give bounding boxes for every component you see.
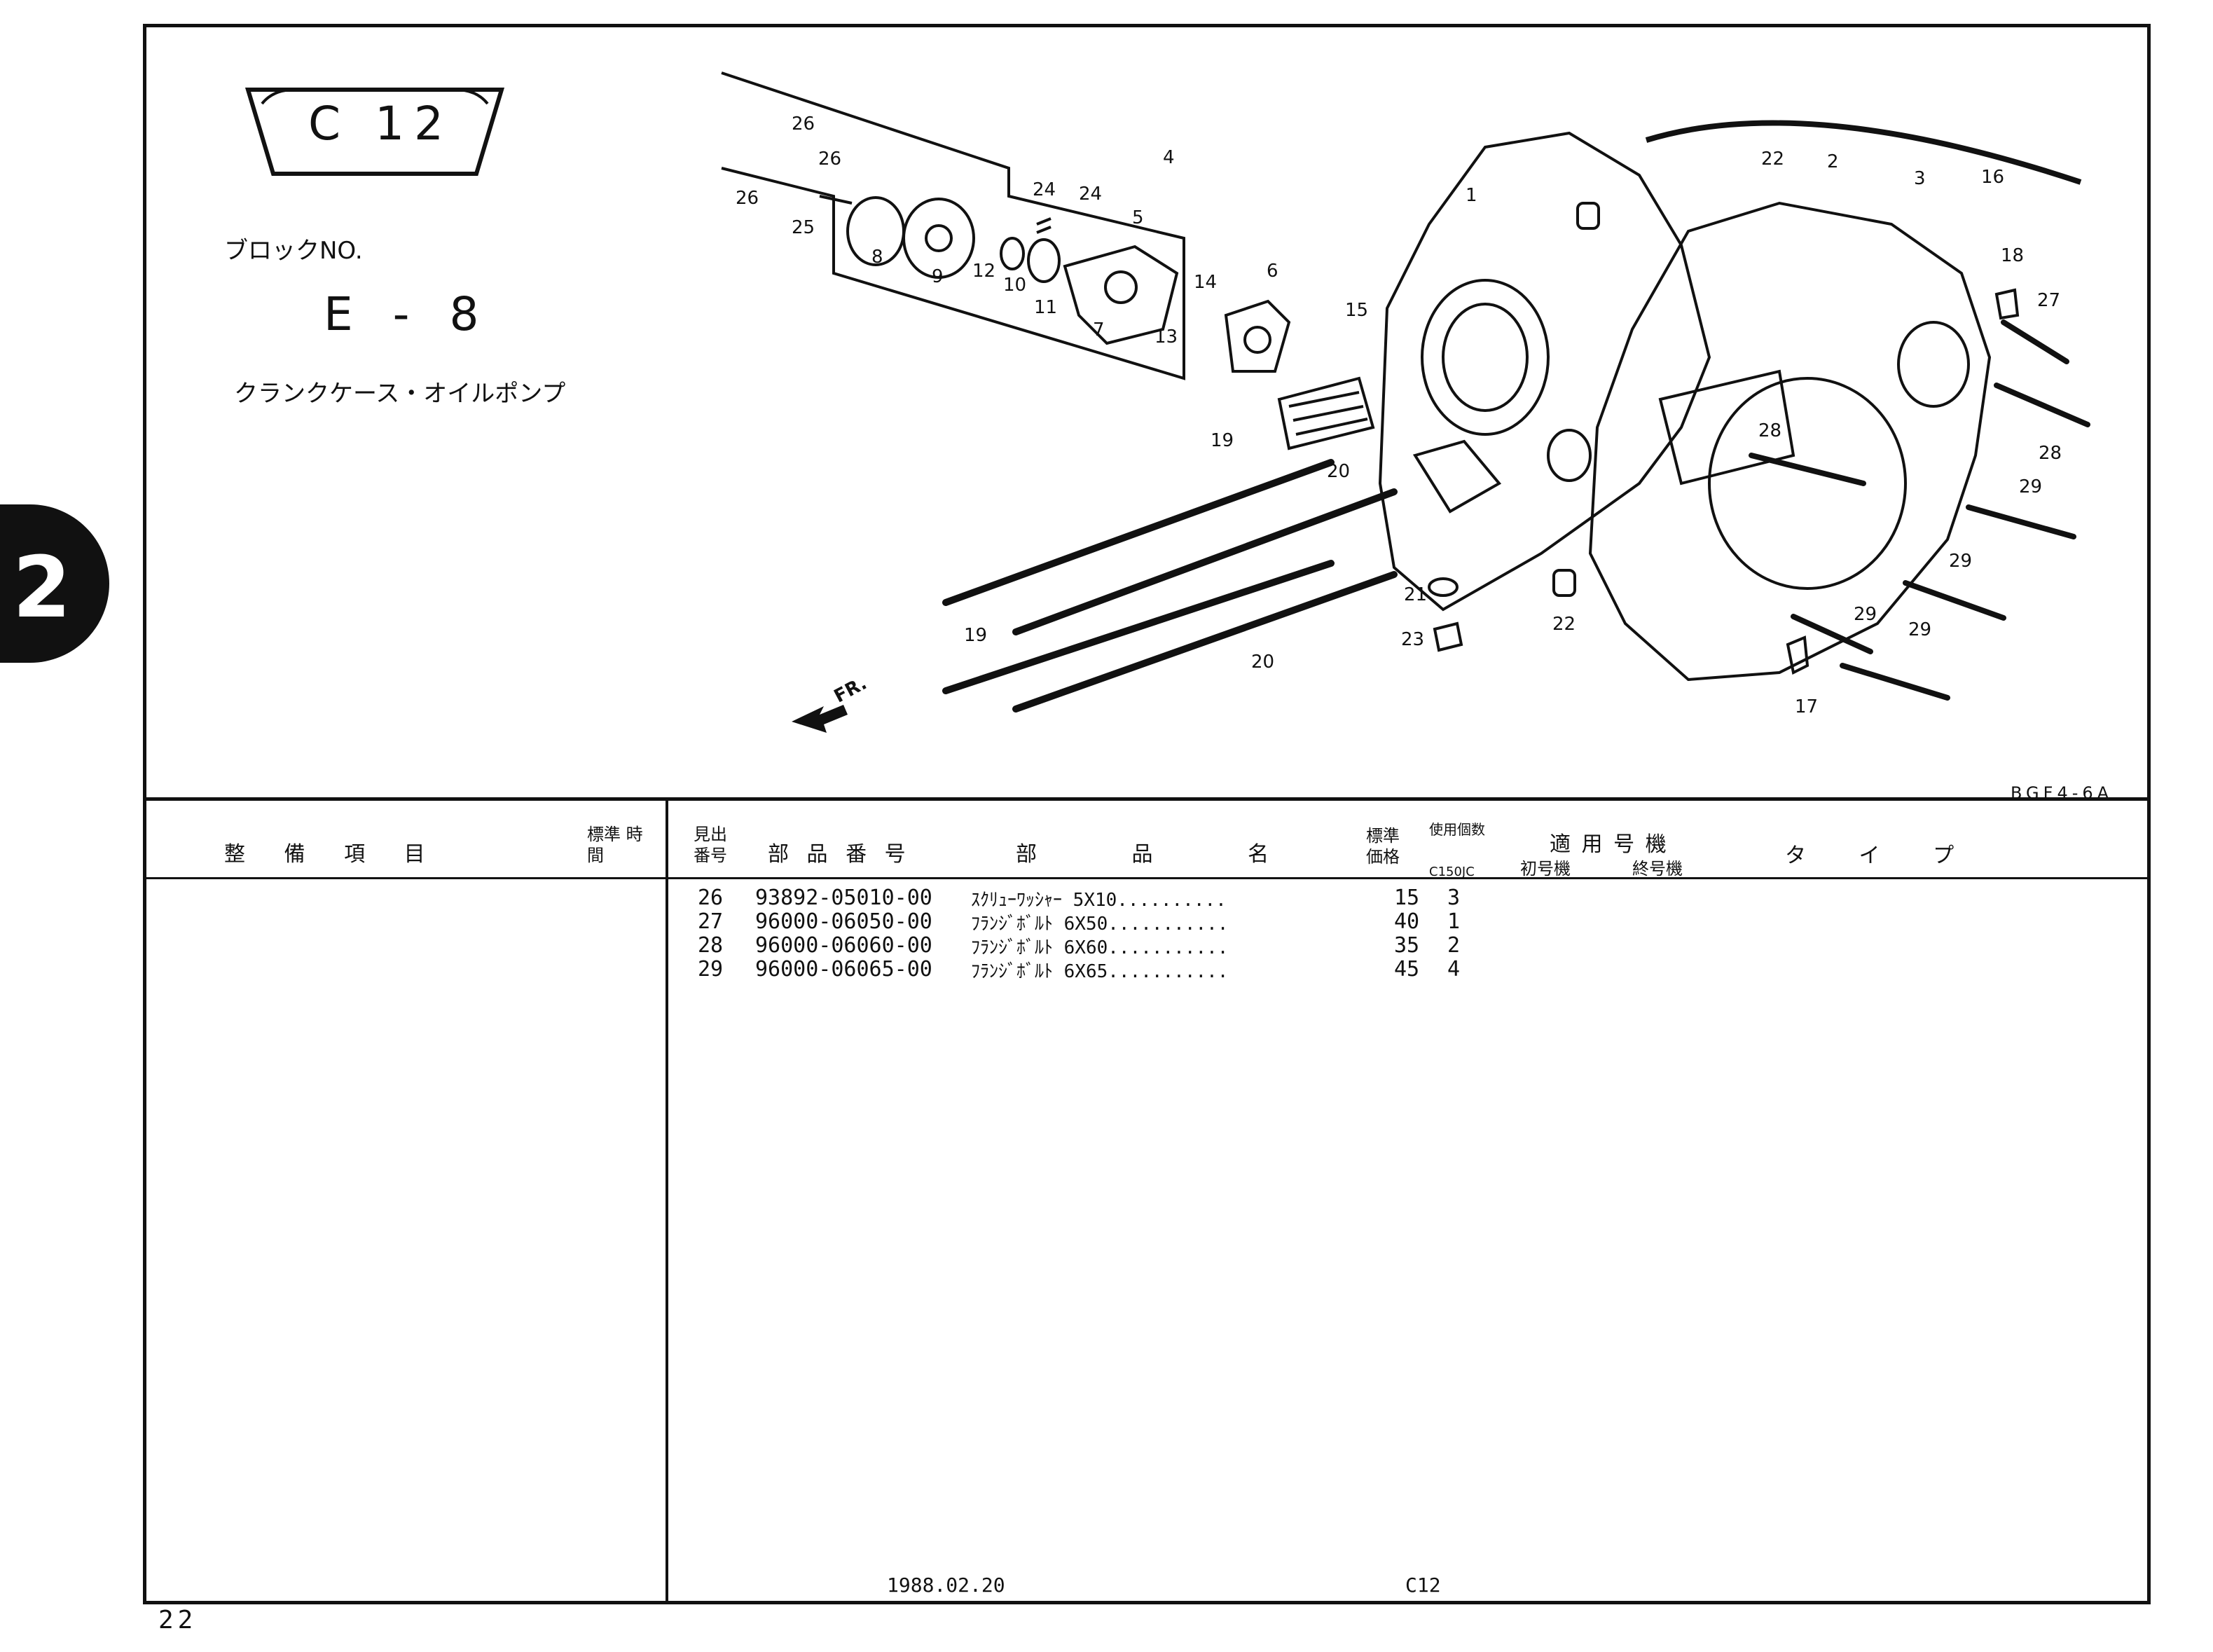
header-model: C150JC [1429,865,1475,879]
row-qty: 1 [1447,909,1461,934]
row-price: 40 [1394,909,1420,934]
callout-1: 1 [1466,185,1477,206]
callout-18: 18 [2001,245,2025,266]
header-qty: 使用個数 [1429,821,1485,838]
row-part-name: ﾌﾗﾝｼﾞﾎﾞﾙﾄ 6X65........... [971,961,1229,982]
header-last-unit: 終号機 [1632,859,1683,879]
callout-28b: 28 [2039,443,2062,464]
callout-2: 2 [1827,151,1839,172]
block-name: クランクケース・オイルポンプ [234,380,566,408]
callout-25: 25 [792,217,815,238]
callout-8: 8 [871,247,883,268]
callout-29c: 29 [1854,604,1877,625]
callout-21: 21 [1404,584,1428,605]
row-price: 35 [1394,933,1420,958]
row-qty: 4 [1447,957,1461,982]
footer-code: C12 [1405,1574,1441,1597]
callout-26b: 26 [818,149,842,170]
callout-14: 14 [1194,272,1218,293]
callout-23: 23 [1401,629,1425,650]
callout-29b: 29 [1949,551,1973,572]
callout-17: 17 [1795,696,1819,717]
table-header-rule [143,877,2151,879]
block-plate-text: C 12 [308,97,454,151]
callout-13: 13 [1154,326,1178,347]
block-code: E - 8 [324,287,492,341]
diagram-ref-code: BGF4-6A [2011,783,2114,803]
row-part-no: 96000-06050-00 [755,909,932,934]
row-ref: 28 [698,933,724,958]
callout-27: 27 [2037,290,2061,311]
row-part-no: 93892-05010-00 [755,886,932,910]
callout-26c: 26 [736,188,759,209]
diagram-bottom-rule [143,797,2151,801]
header-price: 標準 価格 [1366,826,1400,867]
block-number-label: ブロックNO. [224,237,363,265]
row-part-name: ﾌﾗﾝｼﾞﾎﾞﾙﾄ 6X50........... [971,914,1229,935]
parts-diagram [721,71,2090,733]
callout-5: 5 [1132,207,1144,228]
callout-12: 12 [972,261,996,282]
callout-16: 16 [1981,167,2005,188]
callout-4: 4 [1163,147,1175,168]
callout-7: 7 [1093,319,1105,340]
row-ref: 27 [698,909,724,934]
row-ref: 26 [698,886,724,910]
row-part-no: 96000-06065-00 [755,957,932,982]
section-tab-number: 2 [13,539,71,637]
header-std-time: 標準 時間 [587,825,643,865]
callout-6: 6 [1267,261,1278,282]
header-type: タ イ プ [1785,844,1957,868]
callout-26a: 26 [792,113,815,135]
callout-11: 11 [1034,297,1058,318]
callout-15: 15 [1345,300,1369,321]
callout-28a: 28 [1758,420,1782,441]
page-number: 22 [158,1606,198,1634]
table-column-divider [666,797,668,1604]
callout-10: 10 [1003,275,1027,296]
callout-3: 3 [1914,168,1926,189]
row-part-name: ﾌﾗﾝｼﾞﾎﾞﾙﾄ 6X60........... [971,937,1229,958]
row-part-no: 96000-06060-00 [755,933,932,958]
header-ref-no: 見出 番号 [694,825,727,865]
callout-29d: 29 [1908,619,1932,640]
row-qty: 2 [1447,933,1461,958]
header-first-unit: 初号機 [1520,859,1571,879]
callout-22a: 22 [1761,149,1785,170]
callout-20a: 20 [1327,461,1351,482]
callout-19b: 19 [964,625,988,646]
header-part-no: 部 品 番 号 [768,842,908,867]
callout-24a: 24 [1033,179,1056,200]
header-applicable: 適 用 号 機 [1550,832,1669,857]
row-qty: 3 [1447,886,1461,910]
row-part-name: ｽｸﾘｭｰﾜｯｼｬｰ 5X10.......... [971,890,1227,911]
callout-24b: 24 [1079,184,1103,205]
callout-20b: 20 [1251,652,1275,673]
section-tab: 2 [0,504,109,663]
block-plate [245,88,504,176]
footer-date: 1988.02.20 [887,1574,1005,1597]
row-ref: 29 [698,957,724,982]
callout-19a: 19 [1211,430,1234,451]
callout-22b: 22 [1552,614,1576,635]
page-frame [143,24,2151,1604]
header-part-name: 部 品 名 [1016,842,1271,867]
header-service-item: 整 備 項 目 [224,842,427,867]
row-price: 15 [1394,886,1420,910]
row-price: 45 [1394,957,1420,982]
callout-29a: 29 [2019,476,2043,497]
callout-9: 9 [932,266,944,287]
